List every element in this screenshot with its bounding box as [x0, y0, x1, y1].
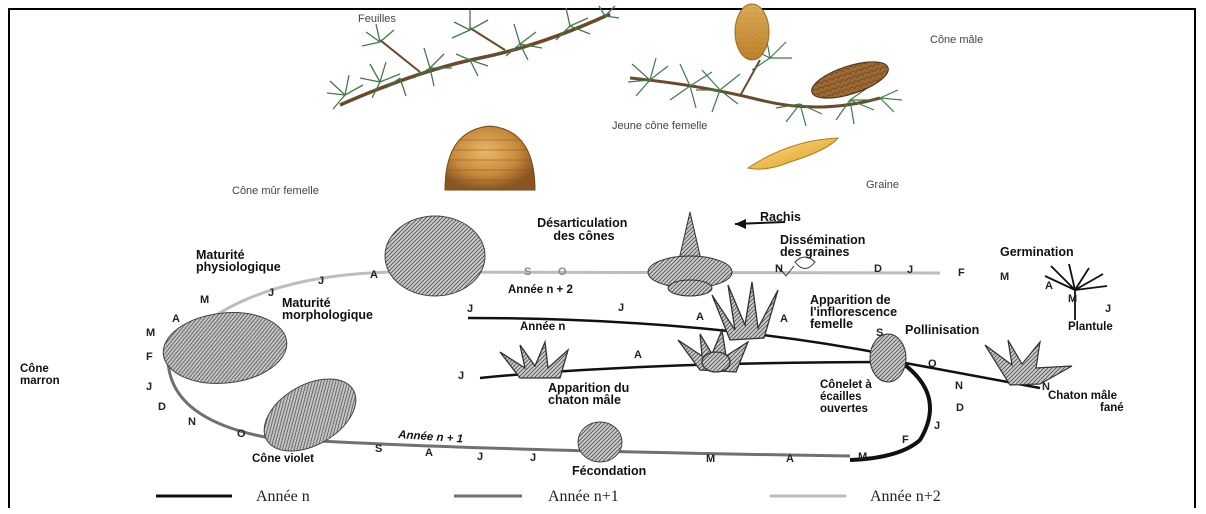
svg-text:A: A — [786, 453, 794, 465]
label-annee-n: Année n — [520, 321, 565, 333]
label-rachis: Rachis — [760, 210, 801, 224]
disarticulating-cone-sketch — [648, 212, 732, 296]
svg-text:A: A — [370, 269, 378, 281]
label-apparition-chaton: Apparition du chaton mâle — [548, 381, 633, 407]
svg-text:J: J — [458, 370, 464, 382]
label-germination: Germination — [1000, 245, 1074, 259]
label-cone-male: Cône mâle — [930, 34, 983, 46]
svg-text:J: J — [477, 451, 483, 463]
label-fecondation: Fécondation — [572, 464, 646, 478]
svg-text:N: N — [775, 263, 783, 275]
svg-text:J: J — [618, 302, 624, 314]
svg-text:S: S — [375, 443, 382, 455]
svg-text:M: M — [200, 294, 209, 306]
legend-label-year-n: Année n — [256, 488, 310, 505]
legend-label-year-n2: Année n+2 — [870, 488, 941, 505]
seed-illustration — [748, 138, 838, 169]
mature-cone-sketch — [385, 216, 485, 296]
svg-text:N: N — [188, 416, 196, 428]
svg-text:J: J — [934, 420, 940, 432]
svg-text:M: M — [706, 453, 715, 465]
label-jeune-cone: Jeune cône femelle — [612, 120, 707, 132]
svg-text:N: N — [955, 380, 963, 392]
violet-cone-sketch — [252, 364, 369, 466]
svg-text:A: A — [780, 313, 788, 325]
svg-text:O: O — [237, 428, 246, 440]
fecondation-cone-sketch — [578, 422, 622, 462]
svg-text:J: J — [1105, 303, 1111, 315]
label-cone-violet: Cône violet — [252, 453, 314, 465]
label-dissemination: Dissémination des graines — [780, 233, 869, 259]
svg-text:J: J — [268, 287, 274, 299]
svg-text:J: J — [318, 275, 324, 287]
label-conelet: Cônelet à écailles ouvertes — [820, 379, 875, 415]
svg-text:A: A — [1045, 280, 1053, 292]
svg-text:D: D — [158, 401, 166, 413]
label-cone-mur: Cône mûr femelle — [232, 185, 319, 197]
label-annee-n2: Année n + 2 — [508, 284, 573, 296]
legend: Année n Année n+1 Année n+2 — [156, 488, 941, 505]
svg-text:J: J — [530, 452, 536, 464]
label-annee-n1: Année n + 1 — [397, 429, 464, 446]
svg-text:A: A — [425, 447, 433, 459]
label-desarticulation: Désarticulation des cônes — [537, 216, 631, 243]
label-chaton-fane: Chaton mâle fané — [1048, 390, 1124, 414]
male-catkin-appearance-sketch — [500, 342, 568, 378]
svg-text:J: J — [467, 303, 473, 315]
label-feuilles: Feuilles — [358, 13, 396, 25]
svg-text:A: A — [172, 313, 180, 325]
label-maturite-morphologique: Maturité morphologique — [282, 296, 373, 322]
label-apparition-inflorescence: Apparition de l'inflorescence femelle — [810, 293, 901, 331]
male-cone-branch-illustration — [628, 4, 902, 126]
svg-text:M: M — [1068, 293, 1077, 305]
svg-text:S: S — [524, 266, 531, 278]
svg-text:J: J — [907, 264, 913, 276]
svg-text:O: O — [928, 358, 937, 370]
svg-text:M: M — [1000, 271, 1009, 283]
svg-text:D: D — [874, 263, 882, 275]
label-graine: Graine — [866, 179, 899, 191]
svg-text:F: F — [902, 434, 909, 446]
svg-text:A: A — [634, 349, 642, 361]
legend-label-year-n1: Année n+1 — [548, 488, 619, 505]
label-maturite-physiologique: Maturité physiologique — [196, 248, 281, 274]
label-cone-marron: Cône marron — [20, 363, 60, 387]
svg-text:M: M — [858, 451, 867, 463]
svg-text:O: O — [558, 266, 567, 278]
svg-text:A: A — [696, 311, 704, 323]
svg-text:N: N — [1042, 381, 1050, 393]
svg-text:M: M — [146, 327, 155, 339]
plantule-sketch — [1045, 264, 1107, 320]
svg-text:F: F — [146, 351, 153, 363]
label-plantule: Plantule — [1068, 321, 1113, 333]
svg-text:F: F — [958, 267, 965, 279]
mature-female-cone-illustration — [445, 126, 535, 190]
svg-text:D: D — [956, 402, 964, 414]
faded-male-catkin-sketch — [985, 340, 1072, 385]
svg-text:J: J — [146, 381, 152, 393]
rachis-arrowhead — [735, 219, 746, 229]
conelet-sketch — [870, 334, 906, 382]
svg-text:S: S — [876, 327, 883, 339]
label-pollinisation: Pollinisation — [905, 323, 979, 337]
